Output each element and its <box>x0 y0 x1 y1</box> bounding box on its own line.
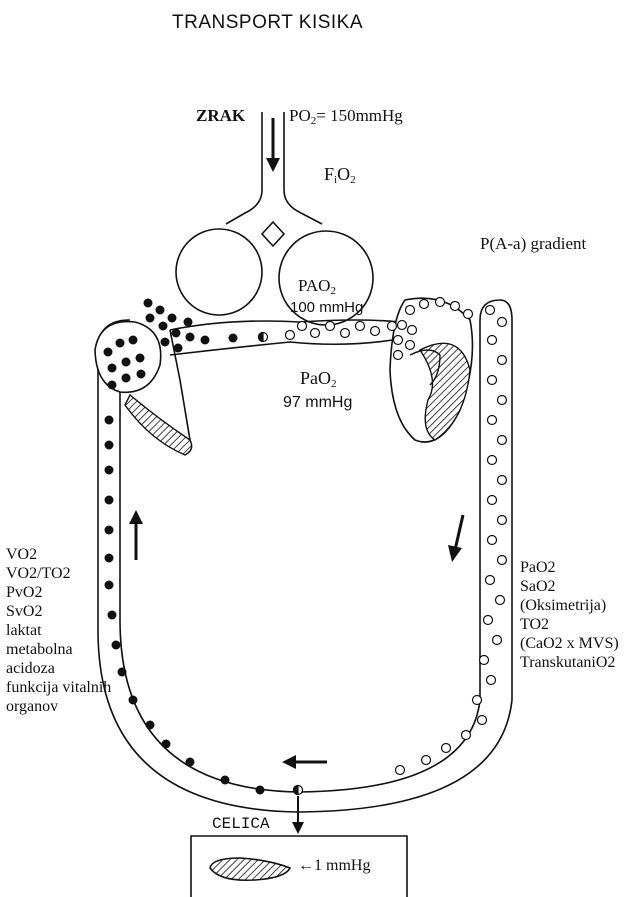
air-down-arrow <box>266 118 280 172</box>
alveolus-left <box>176 229 262 315</box>
up-arrow-left <box>129 510 143 560</box>
arterial-item: SaO2 <box>520 577 619 596</box>
venous-item: acidoza <box>6 659 111 678</box>
alveolar-pao2-main: PAO <box>298 276 330 295</box>
arterial-pao2: PaO2 <box>300 368 337 390</box>
down-arrow-right <box>448 515 463 562</box>
venous-item: SvO2 <box>6 602 111 621</box>
arterial-item: TranskutaniO2 <box>520 653 619 672</box>
cell-shape <box>210 858 290 880</box>
venous-parameter-list: VO2 VO2/TO2 PvO2 SvO2 laktat metabolna a… <box>6 545 111 716</box>
alveolar-value: 100 mmHg <box>290 299 363 316</box>
arterial-value: 97 mmHg <box>283 394 352 412</box>
down-arrow-cell <box>292 796 304 834</box>
venous-item: PvO2 <box>6 583 111 602</box>
arterial-pao2-sub: 2 <box>331 378 337 390</box>
alveolar-pao2-sub: 2 <box>330 285 336 297</box>
left-heart <box>390 298 472 442</box>
venous-item: VO2/TO2 <box>6 564 111 583</box>
arterial-pao2-main: PaO <box>300 368 331 388</box>
arterial-item: TO2 <box>520 615 619 634</box>
alveolar-pao2: PAO2 <box>298 276 336 297</box>
arterial-item: (CaO2 x MVS) <box>520 634 619 653</box>
venous-item: laktat <box>6 621 111 640</box>
venous-item: organov <box>6 697 111 716</box>
venous-item: VO2 <box>6 545 111 564</box>
left-arrow-bottom <box>282 755 327 769</box>
venous-item: metabolna <box>6 640 111 659</box>
cell-po2: ←1 mmHg <box>298 857 370 875</box>
arterial-parameter-list: PaO2 SaO2 (Oksimetrija) TO2 (CaO2 x MVS)… <box>520 558 619 672</box>
arterial-item: PaO2 <box>520 558 619 577</box>
venous-item: funkcija vitalnih <box>6 678 111 697</box>
cell-label: CELICA <box>212 815 270 833</box>
arterial-item: (Oksimetrija) <box>520 596 619 615</box>
